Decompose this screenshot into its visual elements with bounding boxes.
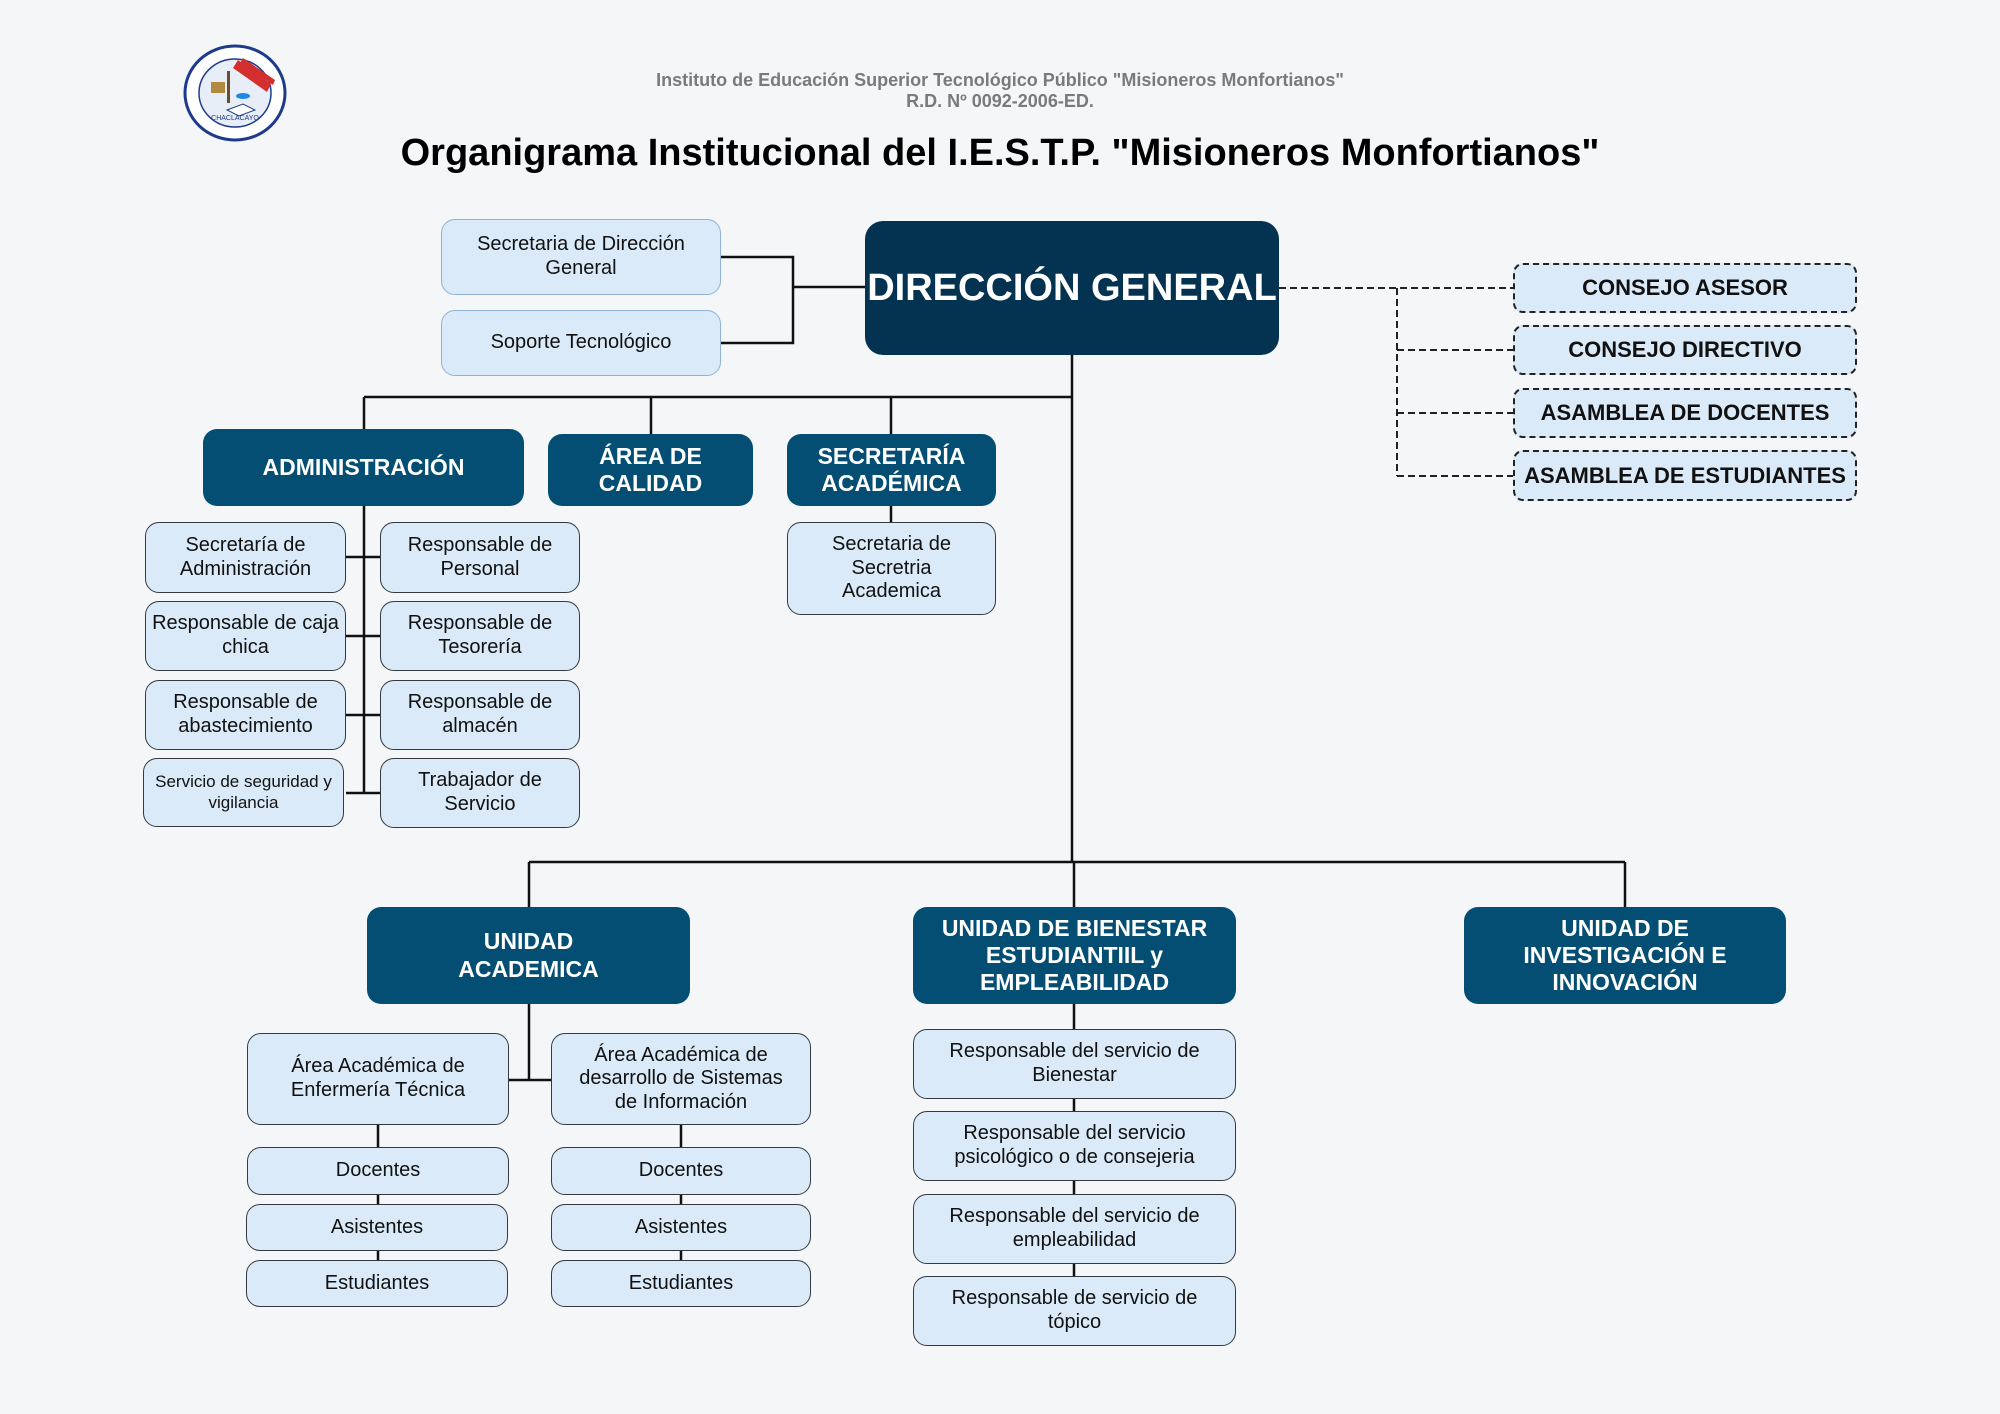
node-area-calidad[interactable]: ÁREA DE CALIDAD — [548, 434, 753, 506]
resolution-number: R.D. Nº 0092-2006-ED. — [906, 91, 1094, 111]
node-unidad-academica[interactable]: UNIDAD ACADEMICA — [367, 907, 690, 1004]
svg-text:CHACLACAYO: CHACLACAYO — [211, 115, 259, 122]
node-enfermeria-docentes[interactable]: Docentes — [247, 1147, 509, 1195]
node-admin-tesoreria[interactable]: Responsable de Tesorería — [380, 601, 580, 671]
connector-top-bus — [362, 395, 1072, 434]
node-secretaria-academica[interactable]: SECRETARÍA ACADÉMICA — [787, 434, 996, 506]
node-consejo-asesor[interactable]: CONSEJO ASESOR — [1513, 263, 1857, 313]
node-sistemas-estudiantes[interactable]: Estudiantes — [551, 1260, 811, 1307]
institution-name: Instituto de Educación Superior Tecnológ… — [656, 70, 1344, 90]
node-secretaria-direccion[interactable]: Secretaria de Dirección General — [441, 219, 721, 295]
node-bienestar-psicologico[interactable]: Responsable del servicio psicológico o d… — [913, 1111, 1236, 1181]
node-unidad-bienestar[interactable]: UNIDAD DE BIENESTAR ESTUDIANTIIL y EMPLE… — [913, 907, 1236, 1004]
node-administracion[interactable]: ADMINISTRACIÓN — [203, 429, 524, 506]
connector-staff — [721, 255, 865, 345]
node-unidad-investigacion[interactable]: UNIDAD DE INVESTIGACIÓN E INNOVACIÓN — [1464, 907, 1786, 1004]
node-area-enfermeria[interactable]: Área Académica de Enfermería Técnica — [247, 1033, 509, 1125]
node-bienestar-empleabilidad[interactable]: Responsable del servicio de empleabilida… — [913, 1194, 1236, 1264]
node-sistemas-docentes[interactable]: Docentes — [551, 1147, 811, 1195]
node-soporte-tecnologico[interactable]: Soporte Tecnológico — [441, 310, 721, 376]
node-admin-abastecimiento[interactable]: Responsable de abastecimiento — [145, 680, 346, 750]
institution-logo: CHACLACAYO — [183, 44, 287, 142]
connector-bottom-bus — [527, 860, 1627, 907]
node-admin-personal[interactable]: Responsable de Personal — [380, 522, 580, 593]
node-sistemas-asistentes[interactable]: Asistentes — [551, 1204, 811, 1251]
page-title: Organigrama Institucional del I.E.S.T.P.… — [400, 132, 1600, 174]
node-area-sistemas[interactable]: Área Académica de desarrollo de Sistemas… — [551, 1033, 811, 1125]
node-admin-seguridad[interactable]: Servicio de seguridad y vigilancia — [143, 758, 344, 827]
node-bienestar-topico[interactable]: Responsable de servicio de tópico — [913, 1276, 1236, 1346]
node-bienestar-servicio[interactable]: Responsable del servicio de Bienestar — [913, 1029, 1236, 1099]
node-consejo-directivo[interactable]: CONSEJO DIRECTIVO — [1513, 325, 1857, 375]
node-admin-secretaria[interactable]: Secretaría de Administración — [145, 522, 346, 593]
node-secretaria-secretria-academica[interactable]: Secretaria de Secretria Academica — [787, 522, 996, 615]
node-admin-trabajador-servicio[interactable]: Trabajador de Servicio — [380, 758, 580, 828]
node-enfermeria-estudiantes[interactable]: Estudiantes — [246, 1260, 508, 1307]
connector-ua — [509, 1004, 551, 1082]
node-admin-almacen[interactable]: Responsable de almacén — [380, 680, 580, 750]
connector-advisory — [1279, 287, 1513, 477]
node-asamblea-estudiantes[interactable]: ASAMBLEA DE ESTUDIANTES — [1513, 450, 1857, 501]
node-asamblea-docentes[interactable]: ASAMBLEA DE DOCENTES — [1513, 388, 1857, 438]
node-enfermeria-asistentes[interactable]: Asistentes — [246, 1204, 508, 1251]
node-direccion-general[interactable]: DIRECCIÓN GENERAL — [865, 221, 1279, 355]
connector-admin — [346, 506, 380, 795]
node-admin-caja-chica[interactable]: Responsable de caja chica — [145, 601, 346, 671]
